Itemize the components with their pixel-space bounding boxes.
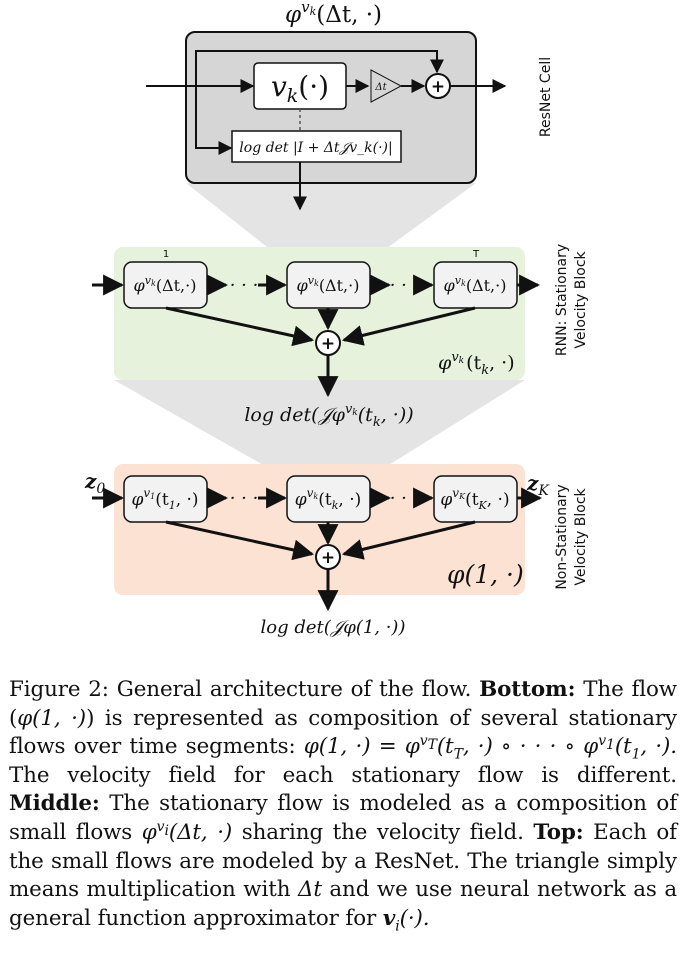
caption-top-text-1: Each of the small flows are modeled by a… [9,819,677,903]
caption-bottom-text-2: ) is represented as composition of sever… [9,705,677,760]
nonstat-box-last-label: φvK(tK, ·) [440,486,509,512]
caption-top-math: Δt [297,877,322,903]
caption-middle-text-2: sharing the velocity field. [241,819,524,845]
delta-t-triangle-label: Δt [374,82,387,93]
caption-bottom-math-1: φ(1, ·) [17,705,87,731]
caption-middle-math: φvi(Δt, ·) [141,818,233,845]
rnn-index-first: 1 [163,249,169,260]
rnn-block-value: φvk(tk, ·) [438,350,515,378]
rnn-plus-symbol: + [321,334,335,354]
nonstat-dots-2: · · · [390,488,419,509]
nonstat-input-label: z0 [84,469,105,497]
nonstat-sum-arrow-left [165,520,315,561]
nonstat-box-middle-label: φvk(tk, ·) [295,486,362,512]
caption-middle-text-1: The stationary flow is modeled as a comp… [9,791,678,845]
caption-bottom-math-2: φ(1, ·) = φvT(tT, ·) ∘ · · · ∘ φv1(t1, ·… [303,733,678,763]
rnn-sum-arrow-left [165,306,315,347]
rnn-dots-1: · · · [230,275,259,296]
funnel-middle [114,380,525,478]
velocity-network-label: vk(·) [271,70,329,107]
caption-intro: General architecture of the flow. [116,677,472,702]
rnn-sum-arrow-right [341,306,476,346]
nonstat-plus-symbol: + [321,548,335,568]
caption-figure-label: Figure 2: [9,677,109,702]
rnn-logdet-label: log det(𝒥φvk(tk, ·)) [244,402,413,430]
caption-top-text-2: and we use neural network as a general f… [9,877,678,931]
resnet-cell-side-label: ResNet Cell [538,57,554,137]
caption-top-math-2: vi(·). [382,905,430,935]
caption-bottom-text-3: The velocity field for each stationary f… [9,762,677,788]
resnet-logdet-branch [195,86,233,155]
resnet-skip-connection [195,50,444,86]
delta-t-triangle [370,69,403,103]
funnel-top [186,183,476,262]
caption-bottom-text-1: The flow ( [9,677,678,731]
nonstat-logdet-label: log det(𝒥φ(1, ·)) [261,617,406,638]
caption-bottom-label: Bottom: [479,677,576,702]
caption-middle-label: Middle: [9,791,100,817]
flow-architecture-diagram: φvk(Δt, ·) vk(·) Δt + log det |I + Δt𝒥v_… [84,0,589,638]
rnn-dots-2: · · · [390,275,419,296]
rnn-index-last: T [472,249,480,260]
caption-top-label: Top: [533,819,584,845]
resnet-logdet-box [231,130,402,163]
figure-caption: Figure 2: General architecture of the fl… [9,676,677,933]
nonstat-output-label: zK [526,471,550,499]
resnet-title: φvk(Δt, ·) [285,0,382,28]
resnet-plus-symbol: + [431,77,445,97]
nonstat-box-first-label: φv1(t1, ·) [131,486,198,512]
resnet-logdet-label: log det |I + Δt𝒥v_k(·)| [239,140,392,156]
nonstat-sum-arrow-right [341,520,476,560]
rnn-step-label-middle: φvk(Δt,·) [297,274,360,295]
rnn-step-label-first: φvk(Δt,·) [134,274,197,295]
nonstat-block-value: φ(1, ·) [447,560,524,589]
rnn-step-label-last: φvk(Δt,·) [444,274,507,295]
nonstat-dots-1: · · · [230,488,259,509]
